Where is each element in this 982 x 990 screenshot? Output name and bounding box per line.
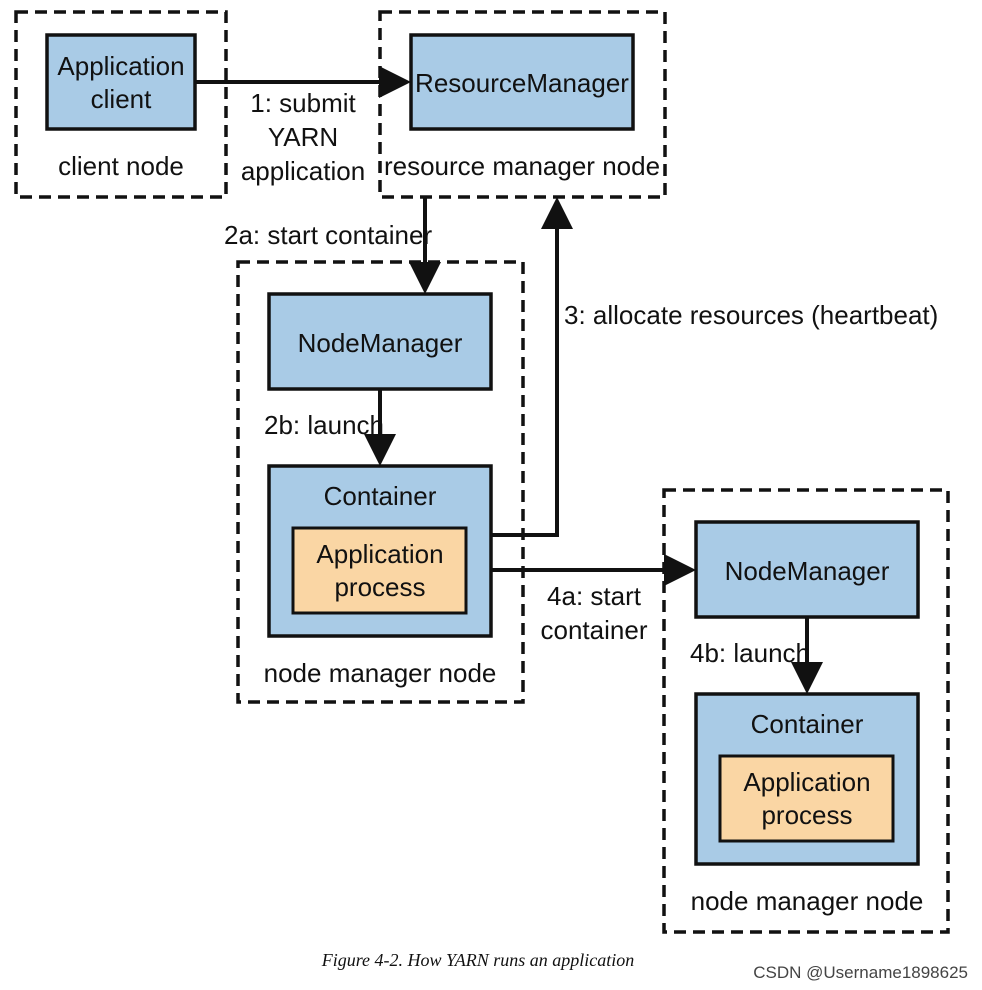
application-process-2-label-line1: Application: [743, 767, 870, 797]
resource-manager-node-boundary: [378, 10, 667, 199]
client-node-boundary: [14, 10, 228, 199]
resource-manager-label: ResourceManager: [415, 68, 629, 98]
container-1-label: Container: [324, 481, 437, 511]
node-manager-1-label: NodeManager: [298, 328, 463, 358]
node-manager-2-label: NodeManager: [725, 556, 890, 586]
application-client-box: [45, 33, 197, 131]
step4a-label-line2: container: [541, 615, 648, 645]
resource-manager-box: [409, 33, 635, 131]
node-manager-node-2-boundary: [662, 488, 950, 934]
client-node-label: client node: [58, 151, 184, 181]
step2b-label: 2b: launch: [264, 410, 384, 440]
node-manager-node-1-boundary: [236, 260, 525, 704]
application-process-2-box: [718, 754, 895, 843]
step1-label-line2: YARN: [268, 122, 338, 152]
application-process-1-label-line2: process: [334, 572, 425, 602]
resource-manager-node: ResourceManager resource manager node: [378, 10, 667, 199]
step2a-label: 2a: start container: [224, 220, 432, 250]
container-2-label: Container: [751, 709, 864, 739]
figure-caption: Figure 4-2. How YARN runs an application: [321, 950, 635, 970]
node-manager-node-2-label: node manager node: [691, 886, 924, 916]
step1-label-line1: 1: submit: [250, 88, 356, 118]
resource-manager-node-label: resource manager node: [384, 151, 660, 181]
watermark: CSDN @Username1898625: [753, 963, 968, 982]
arrow-step3-allocate-resources: [491, 197, 573, 537]
node-manager-1-box: [267, 292, 493, 391]
node-manager-node-1-label: node manager node: [264, 658, 497, 688]
application-process-2-label-line2: process: [761, 800, 852, 830]
application-client-label-line1: Application: [57, 51, 184, 81]
step4b-label: 4b: launch: [690, 638, 810, 668]
node-manager-node-1: NodeManager Container Application proces…: [236, 260, 525, 704]
application-client-label-line2: client: [91, 84, 152, 114]
node-manager-node-2: NodeManager Container Application proces…: [662, 488, 950, 934]
step1-label: 1: submit YARN application: [241, 88, 365, 186]
client-node: Application client client node: [14, 10, 228, 199]
application-process-1-label-line1: Application: [316, 539, 443, 569]
step1-label-line3: application: [241, 156, 365, 186]
step4a-label-line1: 4a: start: [547, 581, 642, 611]
step3-label: 3: allocate resources (heartbeat): [564, 300, 938, 330]
application-process-1-box: [291, 526, 468, 615]
